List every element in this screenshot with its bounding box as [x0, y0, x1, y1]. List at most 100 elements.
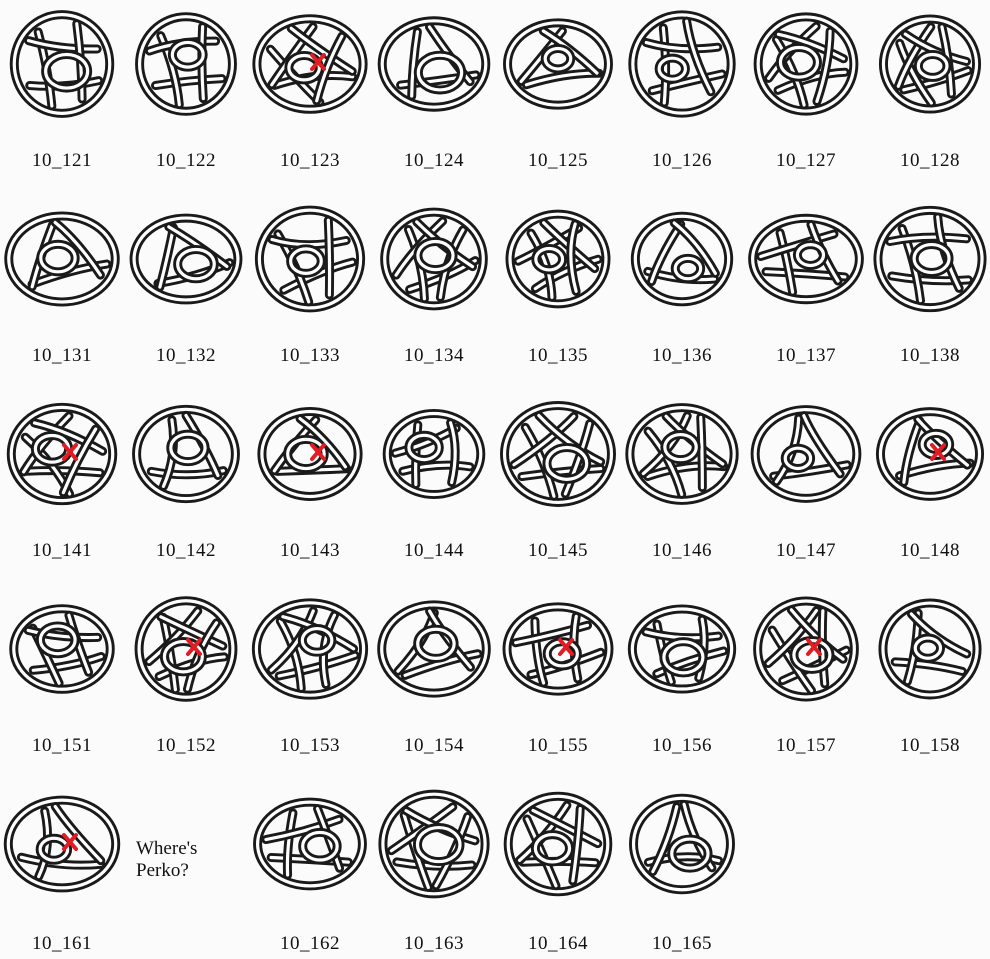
- knot-diagram: [9, 604, 115, 694]
- red-x-mark: [186, 638, 202, 656]
- knot-label: 10_137: [776, 345, 836, 366]
- knot-diagram: [750, 405, 862, 503]
- knot-label: 10_156: [652, 735, 712, 756]
- knot-label: 10_121: [32, 150, 92, 171]
- knot-diagram: [629, 793, 735, 895]
- knot-diagram: [377, 16, 491, 112]
- knot-cell-10_134: 10_134: [372, 195, 496, 371]
- perko-caption-line2: Perko?: [136, 860, 189, 881]
- knot-diagram: [252, 14, 368, 114]
- perko-caption: Where's Perko?: [136, 838, 197, 882]
- knot-diagram: [251, 598, 369, 700]
- knot-cell-10_127: 10_127: [744, 0, 868, 176]
- knot-diagram: [129, 213, 243, 305]
- knot-label: 10_134: [404, 345, 464, 366]
- red-x-mark: [62, 443, 78, 461]
- knot-cell-10_141: 10_141: [0, 390, 124, 566]
- knot-label: 10_153: [280, 735, 340, 756]
- knot-label: 10_126: [652, 150, 712, 171]
- knot-label: 10_163: [404, 933, 464, 954]
- knot-label: 10_145: [528, 540, 588, 561]
- knot-diagram: [878, 598, 982, 700]
- knot-label: 10_154: [404, 735, 464, 756]
- knot-label: 10_165: [652, 933, 712, 954]
- knot-cell-10_131: 10_131: [0, 195, 124, 371]
- knot-label: 10_132: [156, 345, 216, 366]
- knot-label: 10_164: [528, 933, 588, 954]
- red-x-mark: [930, 443, 946, 461]
- knot-cell-10_126: 10_126: [620, 0, 744, 176]
- knot-diagram: [4, 211, 120, 307]
- knot-diagram: [875, 407, 985, 501]
- knot-diagram: [378, 789, 490, 899]
- knot-cell-10_125: 10_125: [496, 0, 620, 176]
- knot-cell-10_153: 10_153: [248, 585, 372, 761]
- knot-cell-10_161: 10_161: [0, 780, 124, 959]
- knot-cell-10_143: 10_143: [248, 390, 372, 566]
- knot-diagram: [9, 10, 115, 118]
- knot-label: 10_131: [32, 345, 92, 366]
- knot-cell-10_122: 10_122: [124, 0, 248, 176]
- knot-label: 10_136: [652, 345, 712, 366]
- red-x-mark: [62, 833, 78, 851]
- knot-diagram: [135, 12, 237, 116]
- knot-label: 10_148: [900, 540, 960, 561]
- knot-diagram: [628, 10, 736, 118]
- knot-label: 10_138: [900, 345, 960, 366]
- knot-cell-10_146: 10_146: [620, 390, 744, 566]
- knot-cell-10_162: 10_162: [248, 780, 372, 959]
- knot-cell-10_133: 10_133: [248, 195, 372, 371]
- knot-label: 10_141: [32, 540, 92, 561]
- knot-cell-10_147: 10_147: [744, 390, 868, 566]
- knot-cell-10_155: 10_155: [496, 585, 620, 761]
- knot-label: 10_144: [404, 540, 464, 561]
- knot-cell-10_124: 10_124: [372, 0, 496, 176]
- red-x-mark: [310, 443, 326, 461]
- knot-label: 10_147: [776, 540, 836, 561]
- knot-label: 10_161: [32, 933, 92, 954]
- knot-cell-10_132: 10_132: [124, 195, 248, 371]
- knot-cell-10_156: 10_156: [620, 585, 744, 761]
- knot-cell-10_138: 10_138: [868, 195, 990, 371]
- knot-cell-10_123: 10_123: [248, 0, 372, 176]
- knot-cell-10_164: 10_164: [496, 780, 620, 959]
- knot-label: 10_142: [156, 540, 216, 561]
- knot-label: 10_151: [32, 735, 92, 756]
- knot-label: 10_127: [776, 150, 836, 171]
- perko-caption-line1: Where's: [136, 838, 198, 859]
- knot-cell-10_144: 10_144: [372, 390, 496, 566]
- knot-diagram: [502, 602, 614, 696]
- knot-cell-10_152: 10_152: [124, 585, 248, 761]
- knot-label: 10_155: [528, 735, 588, 756]
- knot-label: 10_124: [404, 150, 464, 171]
- knot-cell-10_165: 10_165: [620, 780, 744, 959]
- knot-diagram: [6, 402, 118, 506]
- knot-cell-10_137: 10_137: [744, 195, 868, 371]
- knot-cell-10_158: 10_158: [868, 585, 990, 761]
- knot-diagram: [377, 600, 491, 698]
- knot-cell-10_154: 10_154: [372, 585, 496, 761]
- red-x-mark: [310, 53, 326, 71]
- knot-cell-10_128: 10_128: [868, 0, 990, 176]
- red-x-mark: [558, 638, 574, 656]
- knot-cell-10_136: 10_136: [620, 195, 744, 371]
- knot-cell-10_163: 10_163: [372, 780, 496, 959]
- knot-label: 10_162: [280, 933, 340, 954]
- knot-diagram: [630, 211, 734, 307]
- knot-diagram: [134, 596, 238, 702]
- knot-diagram: [878, 14, 982, 114]
- knot-label: 10_146: [652, 540, 712, 561]
- knot-cell-10_145: 10_145: [496, 390, 620, 566]
- knot-label: 10_143: [280, 540, 340, 561]
- knot-label: 10_135: [528, 345, 588, 366]
- knot-cell-10_142: 10_142: [124, 390, 248, 566]
- knot-label: 10_122: [156, 150, 216, 171]
- knot-cell-10_121: 10_121: [0, 0, 124, 176]
- knot-label: 10_133: [280, 345, 340, 366]
- knot-diagram: [380, 207, 488, 311]
- knot-diagram: [500, 401, 616, 507]
- knot-cell-10_151: 10_151: [0, 585, 124, 761]
- knot-diagram: [503, 791, 613, 897]
- knot-label: 10_128: [900, 150, 960, 171]
